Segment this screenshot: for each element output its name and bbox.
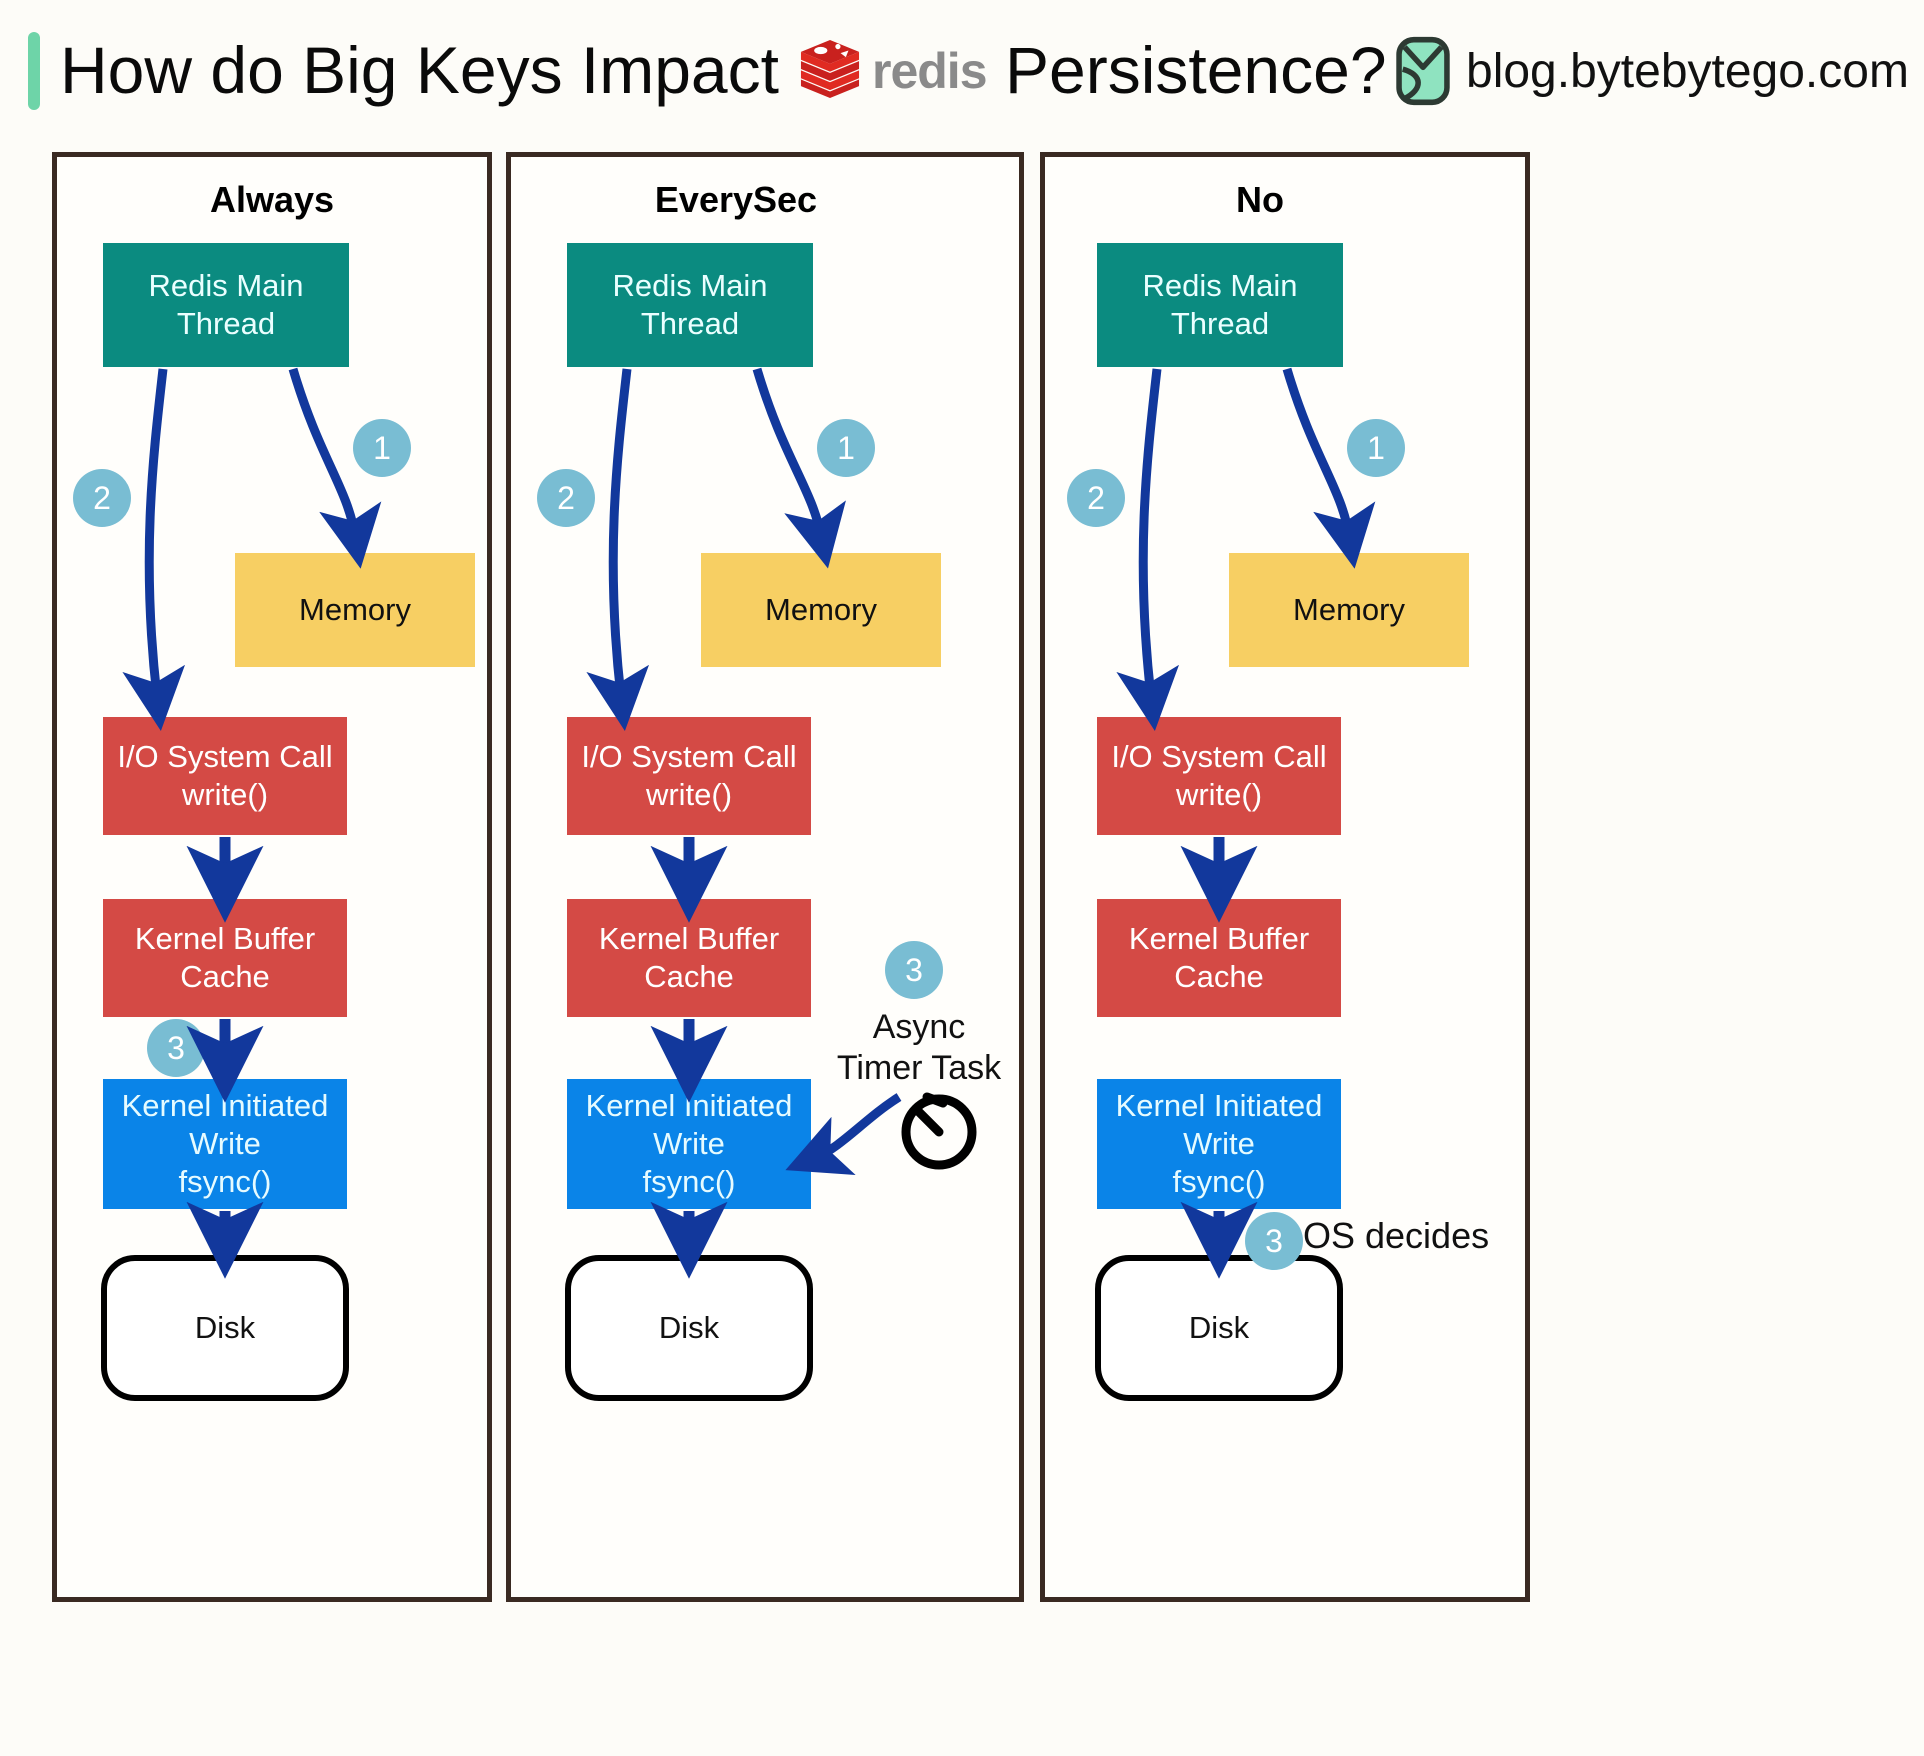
node-disk: Disk: [1095, 1255, 1343, 1401]
node-label: Disk: [194, 1310, 256, 1346]
node-kernel-buffer-cache: Kernel Buffer Cache: [103, 899, 347, 1017]
node-label: I/O System Call write(): [117, 739, 333, 812]
node-disk: Disk: [565, 1255, 813, 1401]
node-label: Kernel Buffer Cache: [134, 921, 316, 994]
step-badge-3: 3: [147, 1019, 205, 1077]
node-label: Redis Main Thread: [1142, 268, 1298, 341]
step-badge-label: 1: [837, 429, 855, 466]
panel-title-no: No: [1236, 179, 1284, 220]
blog-url: blog.bytebytego.com: [1466, 45, 1909, 98]
redis-wordmark: redis: [872, 43, 988, 99]
node-io-system-call: I/O System Call write(): [103, 717, 347, 835]
node-label: Redis Main Thread: [612, 268, 768, 341]
step-badge-label: 3: [167, 1029, 185, 1066]
node-label: Kernel Initiated Write fsync(): [585, 1088, 793, 1199]
node-kernel-buffer-cache: Kernel Buffer Cache: [1097, 899, 1341, 1017]
panel-title-everysec: EverySec: [654, 179, 818, 220]
bytebytego-logo-icon: [1396, 36, 1450, 106]
node-kernel-initiated-write: Kernel Initiated Write fsync(): [103, 1079, 347, 1209]
step-badge-2: 2: [537, 469, 595, 527]
node-label: Kernel Buffer Cache: [1128, 921, 1310, 994]
arrow-thread-to-io: [122, 368, 186, 731]
step-badge-2: 2: [1067, 469, 1125, 527]
panel-no: No Redis Main Thread Memory I/O System C…: [1040, 152, 1530, 1602]
arrow-thread-to-io: [586, 368, 650, 731]
node-disk: Disk: [101, 1255, 349, 1401]
node-redis-main-thread: Redis Main Thread: [567, 243, 813, 367]
node-label: Redis Main Thread: [148, 268, 304, 341]
node-label: I/O System Call write(): [1111, 739, 1327, 812]
arrow-thread-to-io: [1116, 368, 1180, 731]
node-redis-main-thread: Redis Main Thread: [1097, 243, 1343, 367]
node-kernel-buffer-cache: Kernel Buffer Cache: [567, 899, 811, 1017]
accent-bar: [28, 32, 40, 110]
step-badge-1: 1: [1347, 419, 1405, 477]
arrow-thread-to-memory: [1282, 367, 1376, 569]
node-label: Memory: [1293, 592, 1405, 628]
step-badge-1: 1: [353, 419, 411, 477]
page-title-part2: Persistence?: [1005, 33, 1387, 107]
arrow-thread-to-memory: [752, 367, 846, 569]
step-badge-label: 2: [557, 479, 575, 516]
step-badge-3: 3: [1245, 1212, 1303, 1270]
step-badge-label: 3: [1265, 1222, 1283, 1259]
step-badge-1: 1: [817, 419, 875, 477]
step-badge-label: 2: [1087, 479, 1105, 516]
node-kernel-initiated-write: Kernel Initiated Write fsync(): [567, 1079, 811, 1209]
page-header: How do Big Keys Impact redis Persistence…: [0, 0, 1924, 140]
node-label: Memory: [299, 592, 411, 628]
node-memory: Memory: [701, 553, 941, 667]
step-badge-3: 3: [885, 941, 943, 999]
node-label: Disk: [1188, 1310, 1250, 1346]
page-title-part1: How do Big Keys Impact: [60, 33, 779, 107]
panel-everysec: EverySec Redis Main Thread Memory I/O Sy…: [506, 152, 1024, 1602]
node-kernel-initiated-write: Kernel Initiated Write fsync(): [1097, 1079, 1341, 1209]
node-label: Kernel Initiated Write fsync(): [121, 1088, 329, 1199]
stopwatch-icon: [901, 1092, 977, 1170]
node-label: Memory: [765, 592, 877, 628]
node-io-system-call: I/O System Call write(): [1097, 717, 1341, 835]
arrow-thread-to-memory: [288, 367, 382, 569]
os-decides-note: OS decides: [1303, 1215, 1490, 1256]
node-label: I/O System Call write(): [581, 739, 797, 812]
step-badge-label: 1: [373, 429, 391, 466]
node-io-system-call: I/O System Call write(): [567, 717, 811, 835]
redis-logo-icon: [800, 39, 860, 99]
step-badge-label: 2: [93, 479, 111, 516]
step-badge-label: 1: [1367, 429, 1385, 466]
panel-title-always: Always: [209, 179, 335, 220]
step-badge-2: 2: [73, 469, 131, 527]
async-timer-task-note: Async Timer Task: [836, 1008, 1002, 1087]
arrow-timer-to-write: [785, 1093, 902, 1175]
node-memory: Memory: [1229, 553, 1469, 667]
node-memory: Memory: [235, 553, 475, 667]
node-redis-main-thread: Redis Main Thread: [103, 243, 349, 367]
step-badge-label: 3: [905, 951, 923, 988]
panel-always: Always Redis Main Thread Memory I/O Syst…: [52, 152, 492, 1602]
node-label: Kernel Buffer Cache: [598, 921, 780, 994]
node-label: Kernel Initiated Write fsync(): [1115, 1088, 1323, 1199]
node-label: Disk: [658, 1310, 720, 1346]
